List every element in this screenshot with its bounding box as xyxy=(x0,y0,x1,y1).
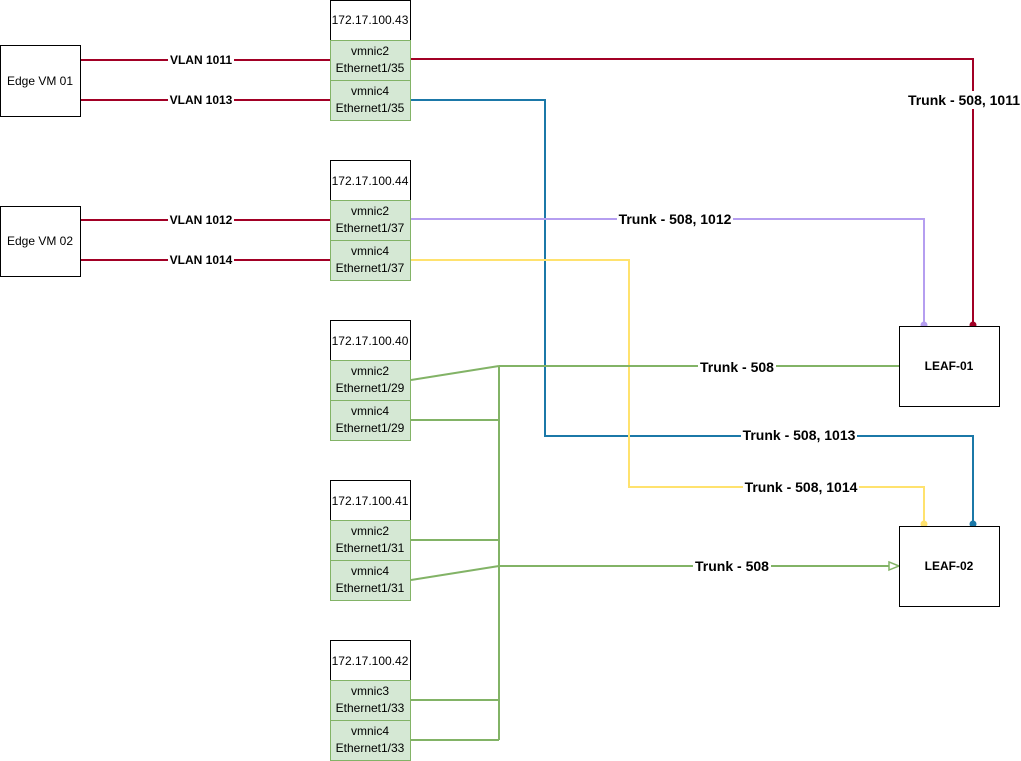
nic-h40b-port: Ethernet1/29 xyxy=(336,421,405,435)
wire-trunk-1012 xyxy=(411,218,925,322)
wire-trunk-1013 xyxy=(411,99,974,522)
nic-h42a-name: vmnic3 xyxy=(351,684,389,698)
edge-vm-02[interactable]: Edge VM 02 xyxy=(0,206,81,277)
wire-trunk-1014 xyxy=(411,259,925,522)
host-44[interactable]: 172.17.100.44 vmnic2 Ethernet1/37 vmnic4… xyxy=(330,160,411,281)
nic-h44a-port: Ethernet1/37 xyxy=(336,221,405,235)
nic-h43a-port: Ethernet1/35 xyxy=(336,61,405,75)
leaf-02-label: LEAF-02 xyxy=(925,559,974,573)
nic-h42a-port: Ethernet1/33 xyxy=(336,701,405,715)
edge-vm-02-label: Edge VM 02 xyxy=(7,234,73,248)
trunk-labels: Trunk - 508, 1011 Trunk - 508, 1012 Trun… xyxy=(617,91,1021,576)
nic-h44b-name: vmnic4 xyxy=(351,244,389,258)
leaf-01-label: LEAF-01 xyxy=(925,359,974,373)
wire-trunk-1011 xyxy=(411,58,974,322)
trunk-1013-label: Trunk - 508, 1013 xyxy=(743,427,856,443)
host-43-label: 172.17.100.43 xyxy=(332,13,409,27)
leaf-02[interactable]: LEAF-02 xyxy=(899,526,1000,607)
nic-h44b-port: Ethernet1/37 xyxy=(336,261,405,275)
trunk-1011-label: Trunk - 508, 1011 xyxy=(908,92,1020,108)
leaf-01[interactable]: LEAF-01 xyxy=(899,326,1000,407)
nic-h43b-port: Ethernet1/35 xyxy=(336,101,405,115)
nic-h42b-port: Ethernet1/33 xyxy=(336,741,405,755)
nic-h42b-name: vmnic4 xyxy=(351,724,389,738)
nic-h43a-name: vmnic2 xyxy=(351,44,389,58)
vlan-1011-label: VLAN 1011 xyxy=(170,53,232,67)
nic-h43b-name: vmnic4 xyxy=(351,84,389,98)
nic-h41b-name: vmnic4 xyxy=(351,564,389,578)
trunk-508-leaf2-label: Trunk - 508 xyxy=(695,558,769,574)
host-43[interactable]: 172.17.100.43 vmnic2 Ethernet1/35 vmnic4… xyxy=(330,0,411,121)
vlan-1012-label: VLAN 1012 xyxy=(170,213,233,227)
nic-h41a-name: vmnic2 xyxy=(351,524,389,538)
nic-h41b-port: Ethernet1/31 xyxy=(336,581,405,595)
nic-h40a-name: vmnic2 xyxy=(351,364,389,378)
wires xyxy=(80,58,977,741)
host-40-label: 172.17.100.40 xyxy=(332,334,409,348)
host-41-label: 172.17.100.41 xyxy=(332,494,409,508)
trunk-1012-label: Trunk - 508, 1012 xyxy=(619,211,732,227)
host-40[interactable]: 172.17.100.40 vmnic2 Ethernet1/29 vmnic4… xyxy=(330,320,411,441)
vlan-1014-label: VLAN 1014 xyxy=(170,253,233,267)
nic-h44a-name: vmnic2 xyxy=(351,204,389,218)
edge-vm-01[interactable]: Edge VM 01 xyxy=(0,45,81,117)
vlan-labels: VLAN 1011 VLAN 1013 VLAN 1012 VLAN 1014 xyxy=(168,52,234,268)
host-42[interactable]: 172.17.100.42 vmnic3 Ethernet1/33 vmnic4… xyxy=(330,640,411,761)
nic-h40a-port: Ethernet1/29 xyxy=(336,381,405,395)
trunk-1014-label: Trunk - 508, 1014 xyxy=(745,479,858,495)
trunk-508-leaf1-label: Trunk - 508 xyxy=(700,359,774,375)
host-41[interactable]: 172.17.100.41 vmnic2 Ethernet1/31 vmnic4… xyxy=(330,480,411,601)
edge-vm-01-label: Edge VM 01 xyxy=(7,74,73,88)
vlan-1013-label: VLAN 1013 xyxy=(170,93,233,107)
wire-green-h40a xyxy=(410,365,500,381)
marker-green-leaf2-arrow xyxy=(888,560,902,572)
nic-h41a-port: Ethernet1/31 xyxy=(336,541,405,555)
host-44-label: 172.17.100.44 xyxy=(332,174,409,188)
wire-green-h41b xyxy=(410,565,500,581)
nic-h40b-name: vmnic4 xyxy=(351,404,389,418)
host-42-label: 172.17.100.42 xyxy=(332,654,409,668)
